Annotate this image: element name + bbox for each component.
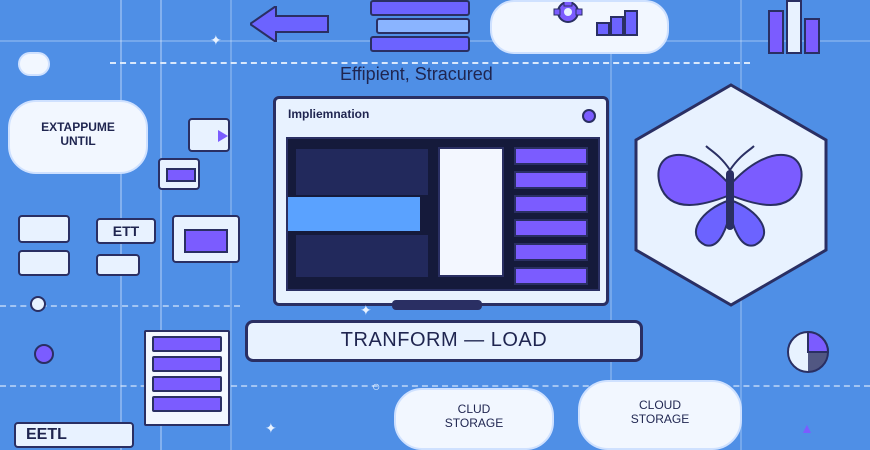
monitor-stand xyxy=(392,300,482,310)
storage-cloud-1: CLUD STORAGE xyxy=(394,388,554,450)
side-stack xyxy=(514,145,588,285)
node-dot xyxy=(34,344,54,364)
rack-slot xyxy=(152,336,222,352)
banner: TRANFORM — LOAD xyxy=(245,320,643,362)
small-panel xyxy=(158,158,200,190)
cloud-gear xyxy=(490,0,669,54)
small-cloud xyxy=(18,52,50,76)
small-panel xyxy=(172,215,240,263)
top-label: Effipient, Stracured xyxy=(340,64,493,84)
server-rack xyxy=(144,330,230,426)
sparkle-icon: ✦ xyxy=(265,420,277,436)
monitor-title: Impliemnation xyxy=(288,107,370,121)
code-panel xyxy=(296,149,428,195)
code-panel xyxy=(296,235,428,277)
dashed-connector xyxy=(0,385,870,387)
rack-slot xyxy=(152,356,222,372)
sparkle-icon: ✦ xyxy=(210,32,222,48)
butterfly-icon xyxy=(650,140,810,250)
pie-chart-icon xyxy=(786,330,830,374)
dashed-connector xyxy=(110,62,750,64)
mini-bars xyxy=(596,10,638,36)
rack-slot xyxy=(152,396,222,412)
left-cloud: EXTAPPUME UNTIL xyxy=(8,100,148,174)
eetl-tag: EETL xyxy=(14,422,134,448)
left-cloud-text: EXTAPPUME UNTIL xyxy=(41,120,115,148)
sparkle-icon: ▲ xyxy=(800,420,814,436)
small-panel xyxy=(18,215,70,243)
sparkle-icon: ○ xyxy=(372,378,381,394)
arrow-right-icon xyxy=(218,130,228,142)
node-dot xyxy=(30,296,46,312)
monitor-screen xyxy=(286,137,600,291)
dashed-connector xyxy=(0,305,240,307)
small-panel xyxy=(96,254,140,276)
top-right-bars xyxy=(768,0,822,56)
doc-panel xyxy=(438,147,504,277)
storage-cloud-2: CLOUD STORAGE xyxy=(578,380,742,450)
code-panel xyxy=(288,197,420,231)
storage-cloud-1-text: CLUD STORAGE xyxy=(444,402,504,430)
monitor-dot xyxy=(582,109,596,123)
stack-icon xyxy=(370,0,470,52)
connector-line xyxy=(160,0,162,450)
etl-tag: ETT xyxy=(96,218,156,244)
small-panel xyxy=(188,118,230,152)
arrow-left-icon xyxy=(248,4,330,44)
gear-icon xyxy=(546,0,590,32)
storage-cloud-2-text: CLOUD STORAGE xyxy=(630,398,690,426)
sparkle-icon: ✦ xyxy=(360,302,372,318)
monitor: Impliemnation xyxy=(273,96,609,306)
rack-slot xyxy=(152,376,222,392)
connector-line xyxy=(610,0,612,450)
small-panel xyxy=(18,250,70,276)
banner-text: TRANFORM — LOAD xyxy=(340,329,548,351)
